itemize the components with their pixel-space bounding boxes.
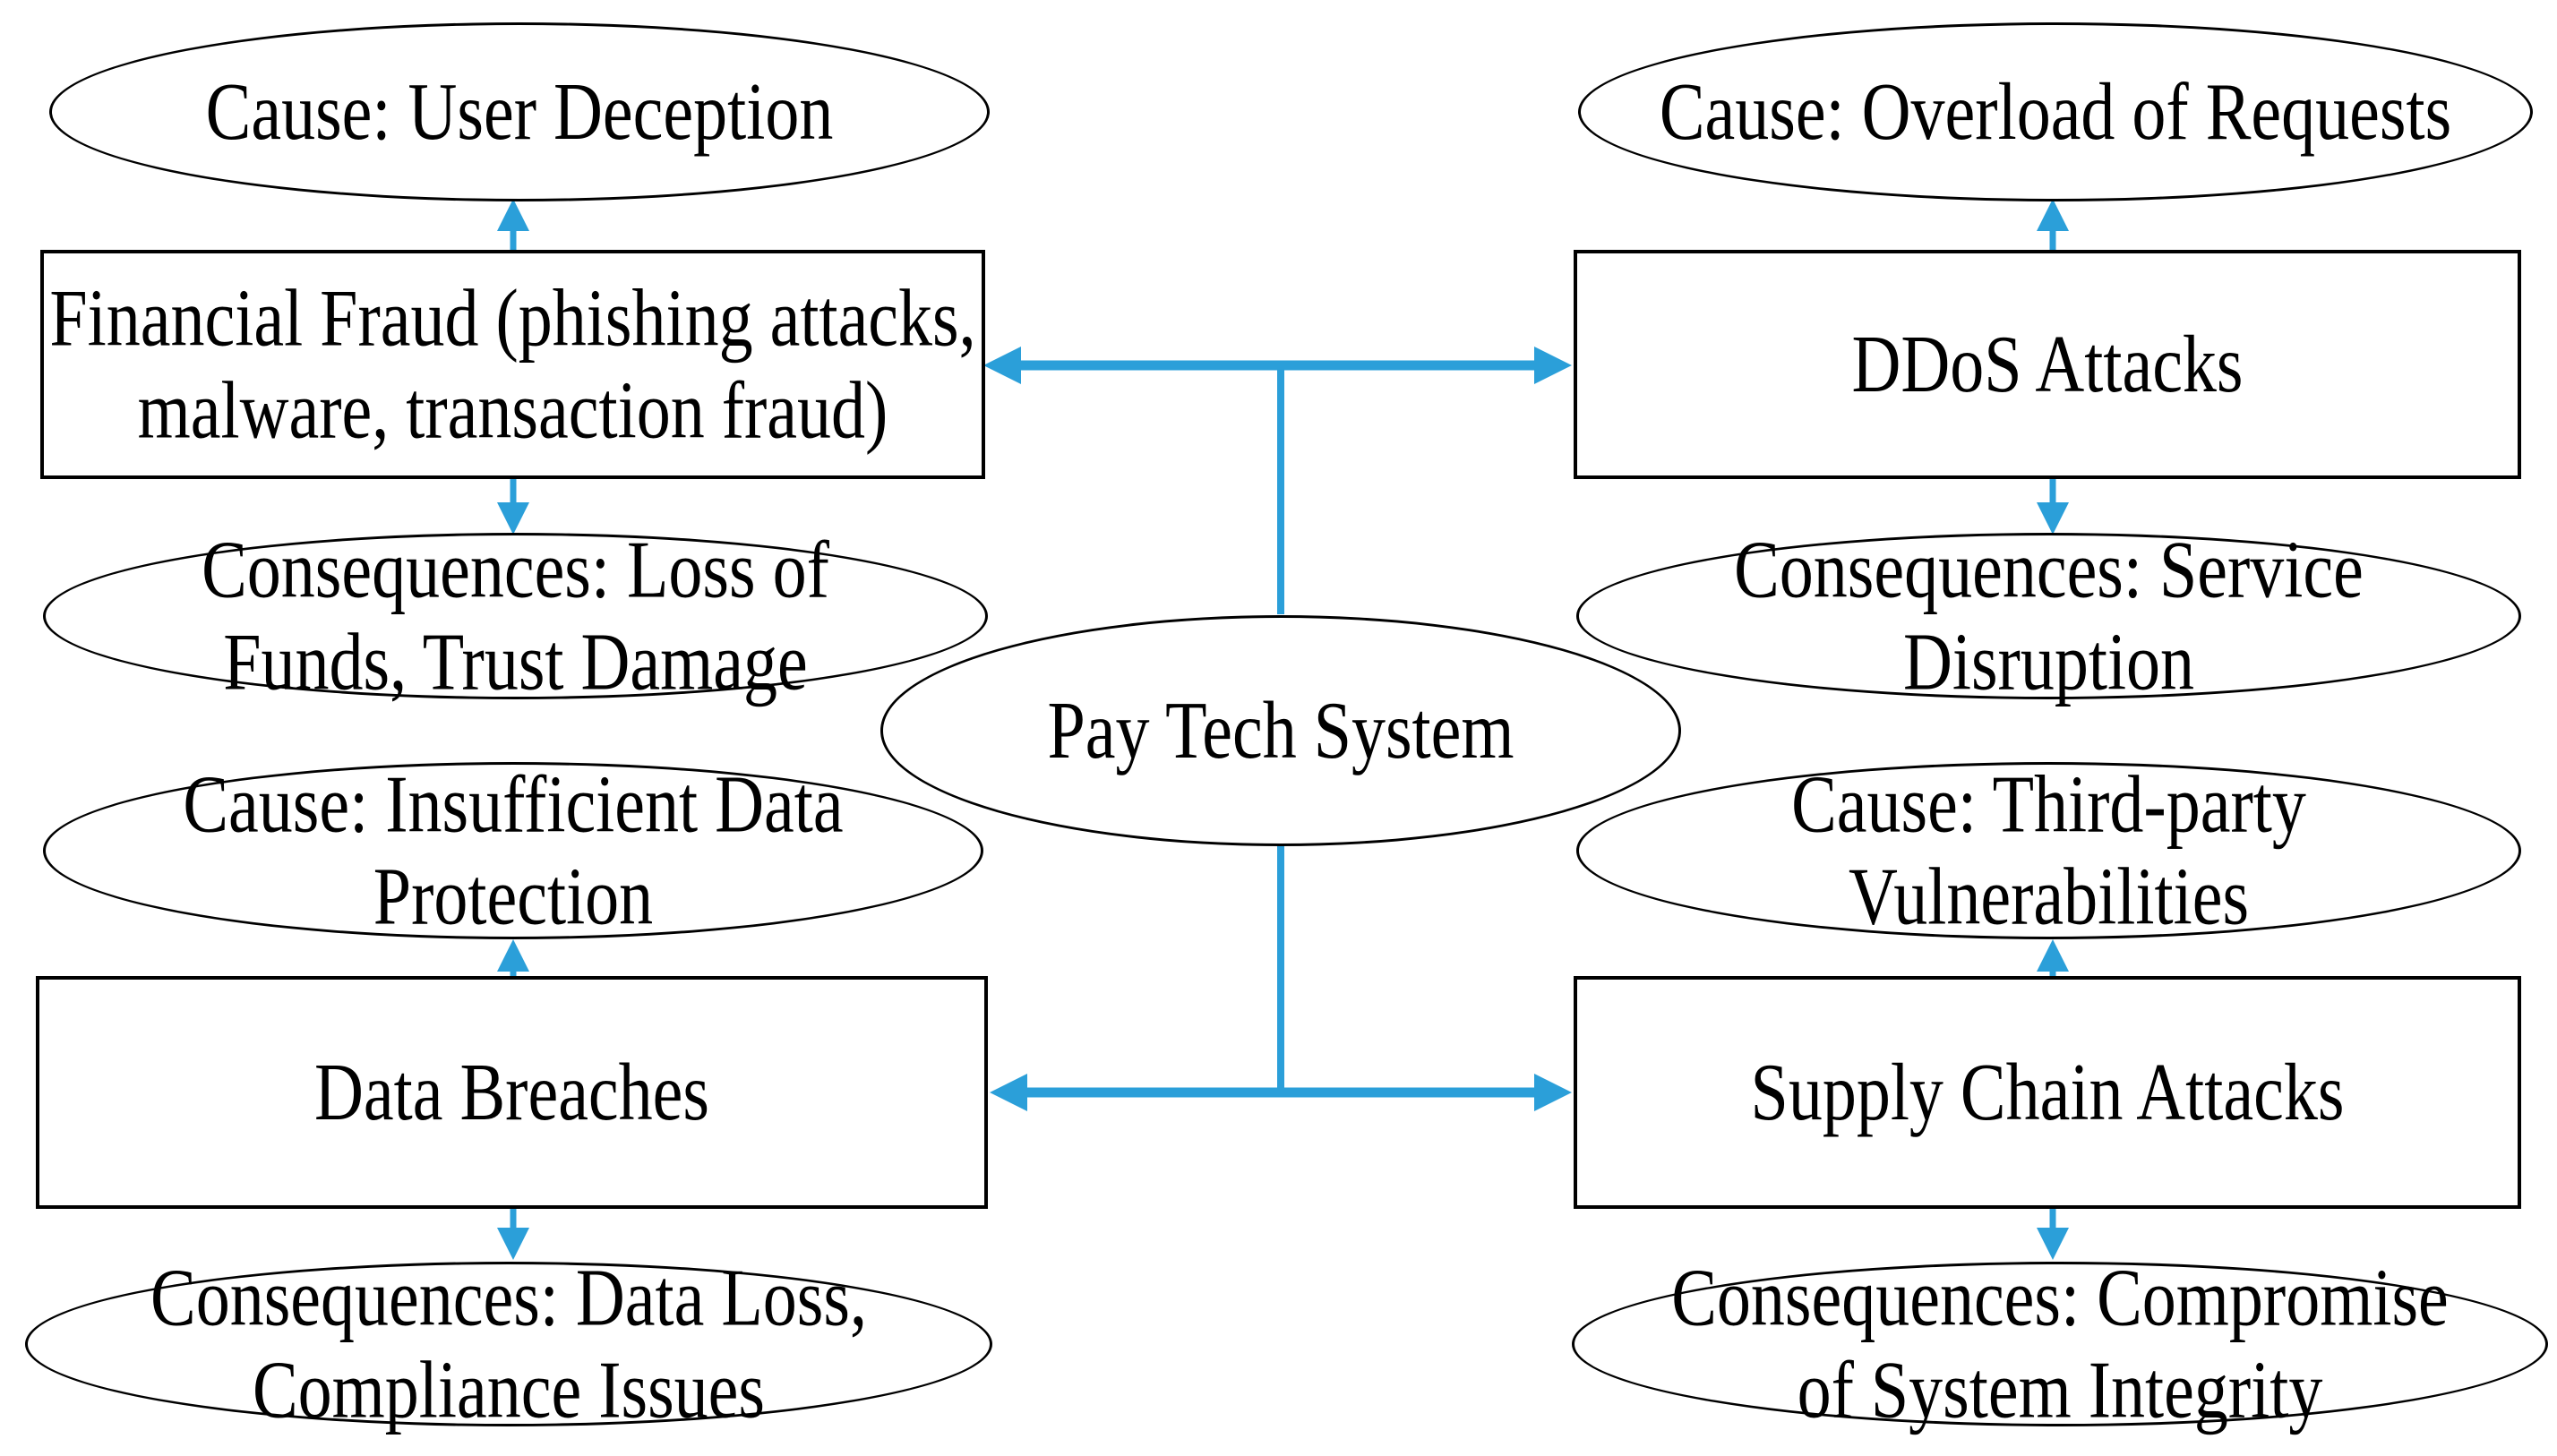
label-line: Cause: Overload of Requests xyxy=(1659,66,2452,158)
double-arrow-top-row xyxy=(983,347,1572,384)
consequences-ellipse-supply-chain-attacks: Consequences: Compromise of System Integ… xyxy=(1572,1253,2548,1435)
label-stack: Consequences: Loss of Funds, Trust Damag… xyxy=(202,524,829,708)
threat-rect-data-breaches: Data Breaches xyxy=(36,976,988,1209)
cause-ellipse-ddos-attacks: Cause: Overload of Requests xyxy=(1578,22,2533,201)
arrow-data-breaches-to-cause xyxy=(497,939,529,978)
label-line: Consequences: Compromise xyxy=(1671,1253,2449,1343)
label-line: Disruption xyxy=(1902,617,2195,707)
label-stack: Consequences: Data Loss, Compliance Issu… xyxy=(150,1252,867,1436)
label-line: malware, transaction fraud) xyxy=(137,365,888,456)
label-stack: DDoS Attacks xyxy=(1852,318,2244,410)
arrowhead-up-icon xyxy=(497,199,529,231)
threat-rect-supply-chain-attacks: Supply Chain Attacks xyxy=(1574,976,2521,1209)
double-arrow-bottom-row xyxy=(990,1074,1572,1111)
arrowhead-up-icon xyxy=(2037,199,2069,231)
arrow-ddos-to-cause xyxy=(2037,199,2069,253)
threat-rect-ddos-attacks: DDoS Attacks xyxy=(1574,250,2521,479)
label-stack: Pay Tech System xyxy=(1047,684,1514,776)
arrowhead-right-icon xyxy=(1534,347,1572,384)
label-stack: Cause: User Deception xyxy=(206,65,834,158)
arrowhead-up-icon xyxy=(2037,939,2069,972)
label-line: DDoS Attacks xyxy=(1851,319,2244,410)
consequences-ellipse-financial-fraud: Consequences: Loss of Funds, Trust Damag… xyxy=(43,525,988,707)
label-line: Consequences: Data Loss, xyxy=(150,1253,867,1343)
label-line: Cause: Third-party xyxy=(1791,759,2306,850)
arrow-supply-chain-to-cause xyxy=(2037,939,2069,978)
label-stack: Cause: Third-party Vulnerabilities xyxy=(1791,758,2306,943)
cause-ellipse-financial-fraud: Cause: User Deception xyxy=(49,22,990,201)
label-stack: Consequences: Service Disruption xyxy=(1734,524,2364,708)
label-line: Cause: Insufficient Data xyxy=(183,759,844,850)
label-line: Consequences: Service xyxy=(1734,525,2364,615)
arrowhead-left-icon xyxy=(990,1074,1027,1111)
label-line: Financial Fraud (phishing attacks, xyxy=(49,273,976,364)
label-stack: Consequences: Compromise of System Integ… xyxy=(1671,1252,2449,1436)
arrowhead-left-icon xyxy=(983,347,1021,384)
label-stack: Data Breaches xyxy=(314,1046,709,1138)
arrow-financial-fraud-to-cause xyxy=(497,199,529,253)
consequences-ellipse-data-breaches: Consequences: Data Loss, Compliance Issu… xyxy=(25,1253,992,1435)
consequences-ellipse-ddos-attacks: Consequences: Service Disruption xyxy=(1576,525,2521,707)
label-stack: Financial Fraud (phishing attacks, malwa… xyxy=(49,272,975,457)
threat-rect-financial-fraud: Financial Fraud (phishing attacks, malwa… xyxy=(40,250,985,479)
label-line: Vulnerabilities xyxy=(1848,852,2250,942)
label-line: Pay Tech System xyxy=(1047,685,1514,776)
label-line: Data Breaches xyxy=(314,1047,709,1138)
label-line: Supply Chain Attacks xyxy=(1750,1047,2345,1138)
label-stack: Supply Chain Attacks xyxy=(1751,1046,2345,1138)
label-line: Compliance Issues xyxy=(252,1345,765,1435)
cause-ellipse-data-breaches: Cause: Insufficient Data Protection xyxy=(43,759,983,942)
label-line: Protection xyxy=(373,852,654,942)
label-line: Funds, Trust Damage xyxy=(223,617,808,707)
label-stack: Cause: Overload of Requests xyxy=(1660,65,2451,158)
label-line: of System Integrity xyxy=(1797,1345,2323,1435)
label-line: Consequences: Loss of xyxy=(202,525,829,615)
label-stack: Cause: Insufficient Data Protection xyxy=(183,758,843,943)
arrowhead-up-icon xyxy=(497,939,529,972)
label-line: Cause: User Deception xyxy=(205,66,834,158)
arrowhead-right-icon xyxy=(1534,1074,1572,1111)
pay-tech-system-ellipse: Pay Tech System xyxy=(880,615,1681,846)
cause-ellipse-supply-chain-attacks: Cause: Third-party Vulnerabilities xyxy=(1576,759,2521,942)
